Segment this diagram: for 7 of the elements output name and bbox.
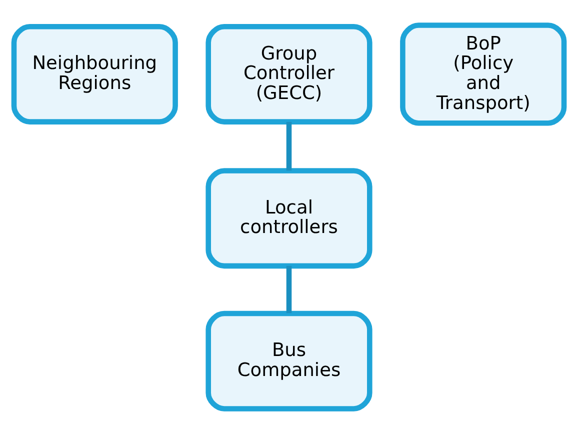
- node-box: BoP (Policy and Transport): [400, 22, 567, 126]
- node-box: Neighbouring Regions: [11, 24, 178, 124]
- connector: [286, 122, 292, 171]
- connector: [286, 266, 292, 314]
- node-box: Bus Companies: [206, 310, 372, 412]
- node-box: Group Controller (GECC): [206, 24, 372, 124]
- node-box: Local controllers: [206, 168, 372, 269]
